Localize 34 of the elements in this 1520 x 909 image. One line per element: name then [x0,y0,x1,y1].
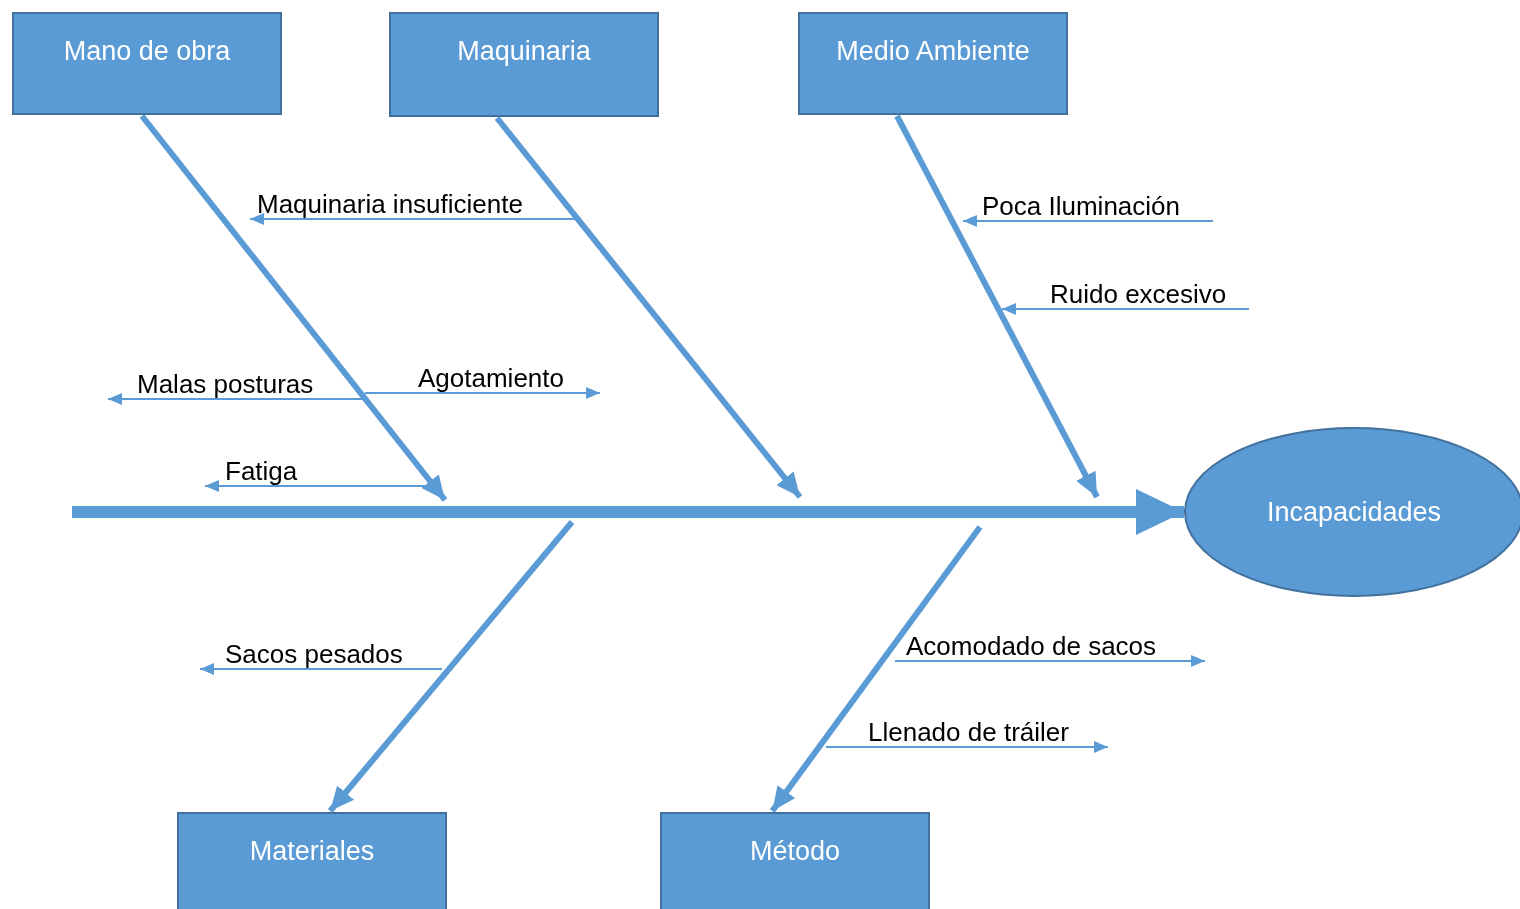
bone-arrow [139,114,448,502]
bone-arrow [894,114,1100,499]
effect-label: Incapacidades [1266,496,1442,528]
category-box [12,12,282,115]
bone-arrow [327,520,575,813]
cause-label: Ruido excesivo [1050,279,1227,309]
cause-label: Llenado de tráiler [868,717,1069,747]
spine-arrow [72,489,1184,535]
cause-label: Poca Iluminación [982,191,1180,221]
category-label: Medio Ambiente [835,35,1031,67]
cause-arrow [199,663,443,675]
cause-label: Agotamiento [418,363,564,393]
cause-arrow [204,480,426,492]
cause-arrow [107,393,366,405]
cause-label: Maquinaria insuficiente [257,189,523,219]
bone-arrow [769,525,983,813]
cause-label: Acomodado de sacos [906,631,1157,661]
cause-arrow [1001,303,1250,315]
cause-arrow [894,655,1206,667]
category-box [177,812,447,909]
cause-arrow [825,741,1109,753]
cause-label: Sacos pesados [225,639,403,669]
cause-label: Fatiga [225,456,298,486]
category-label: Maquinaria [456,35,592,67]
category-box [660,812,930,909]
category-label: Mano de obra [62,35,232,67]
cause-arrow [962,215,1214,227]
category-box [389,12,659,117]
category-box [798,12,1068,115]
bone-arrow [494,116,803,499]
category-label: Materiales [248,835,376,867]
category-label: Método [748,835,842,867]
cause-label: Malas posturas [137,369,314,399]
cause-arrow [364,387,601,399]
